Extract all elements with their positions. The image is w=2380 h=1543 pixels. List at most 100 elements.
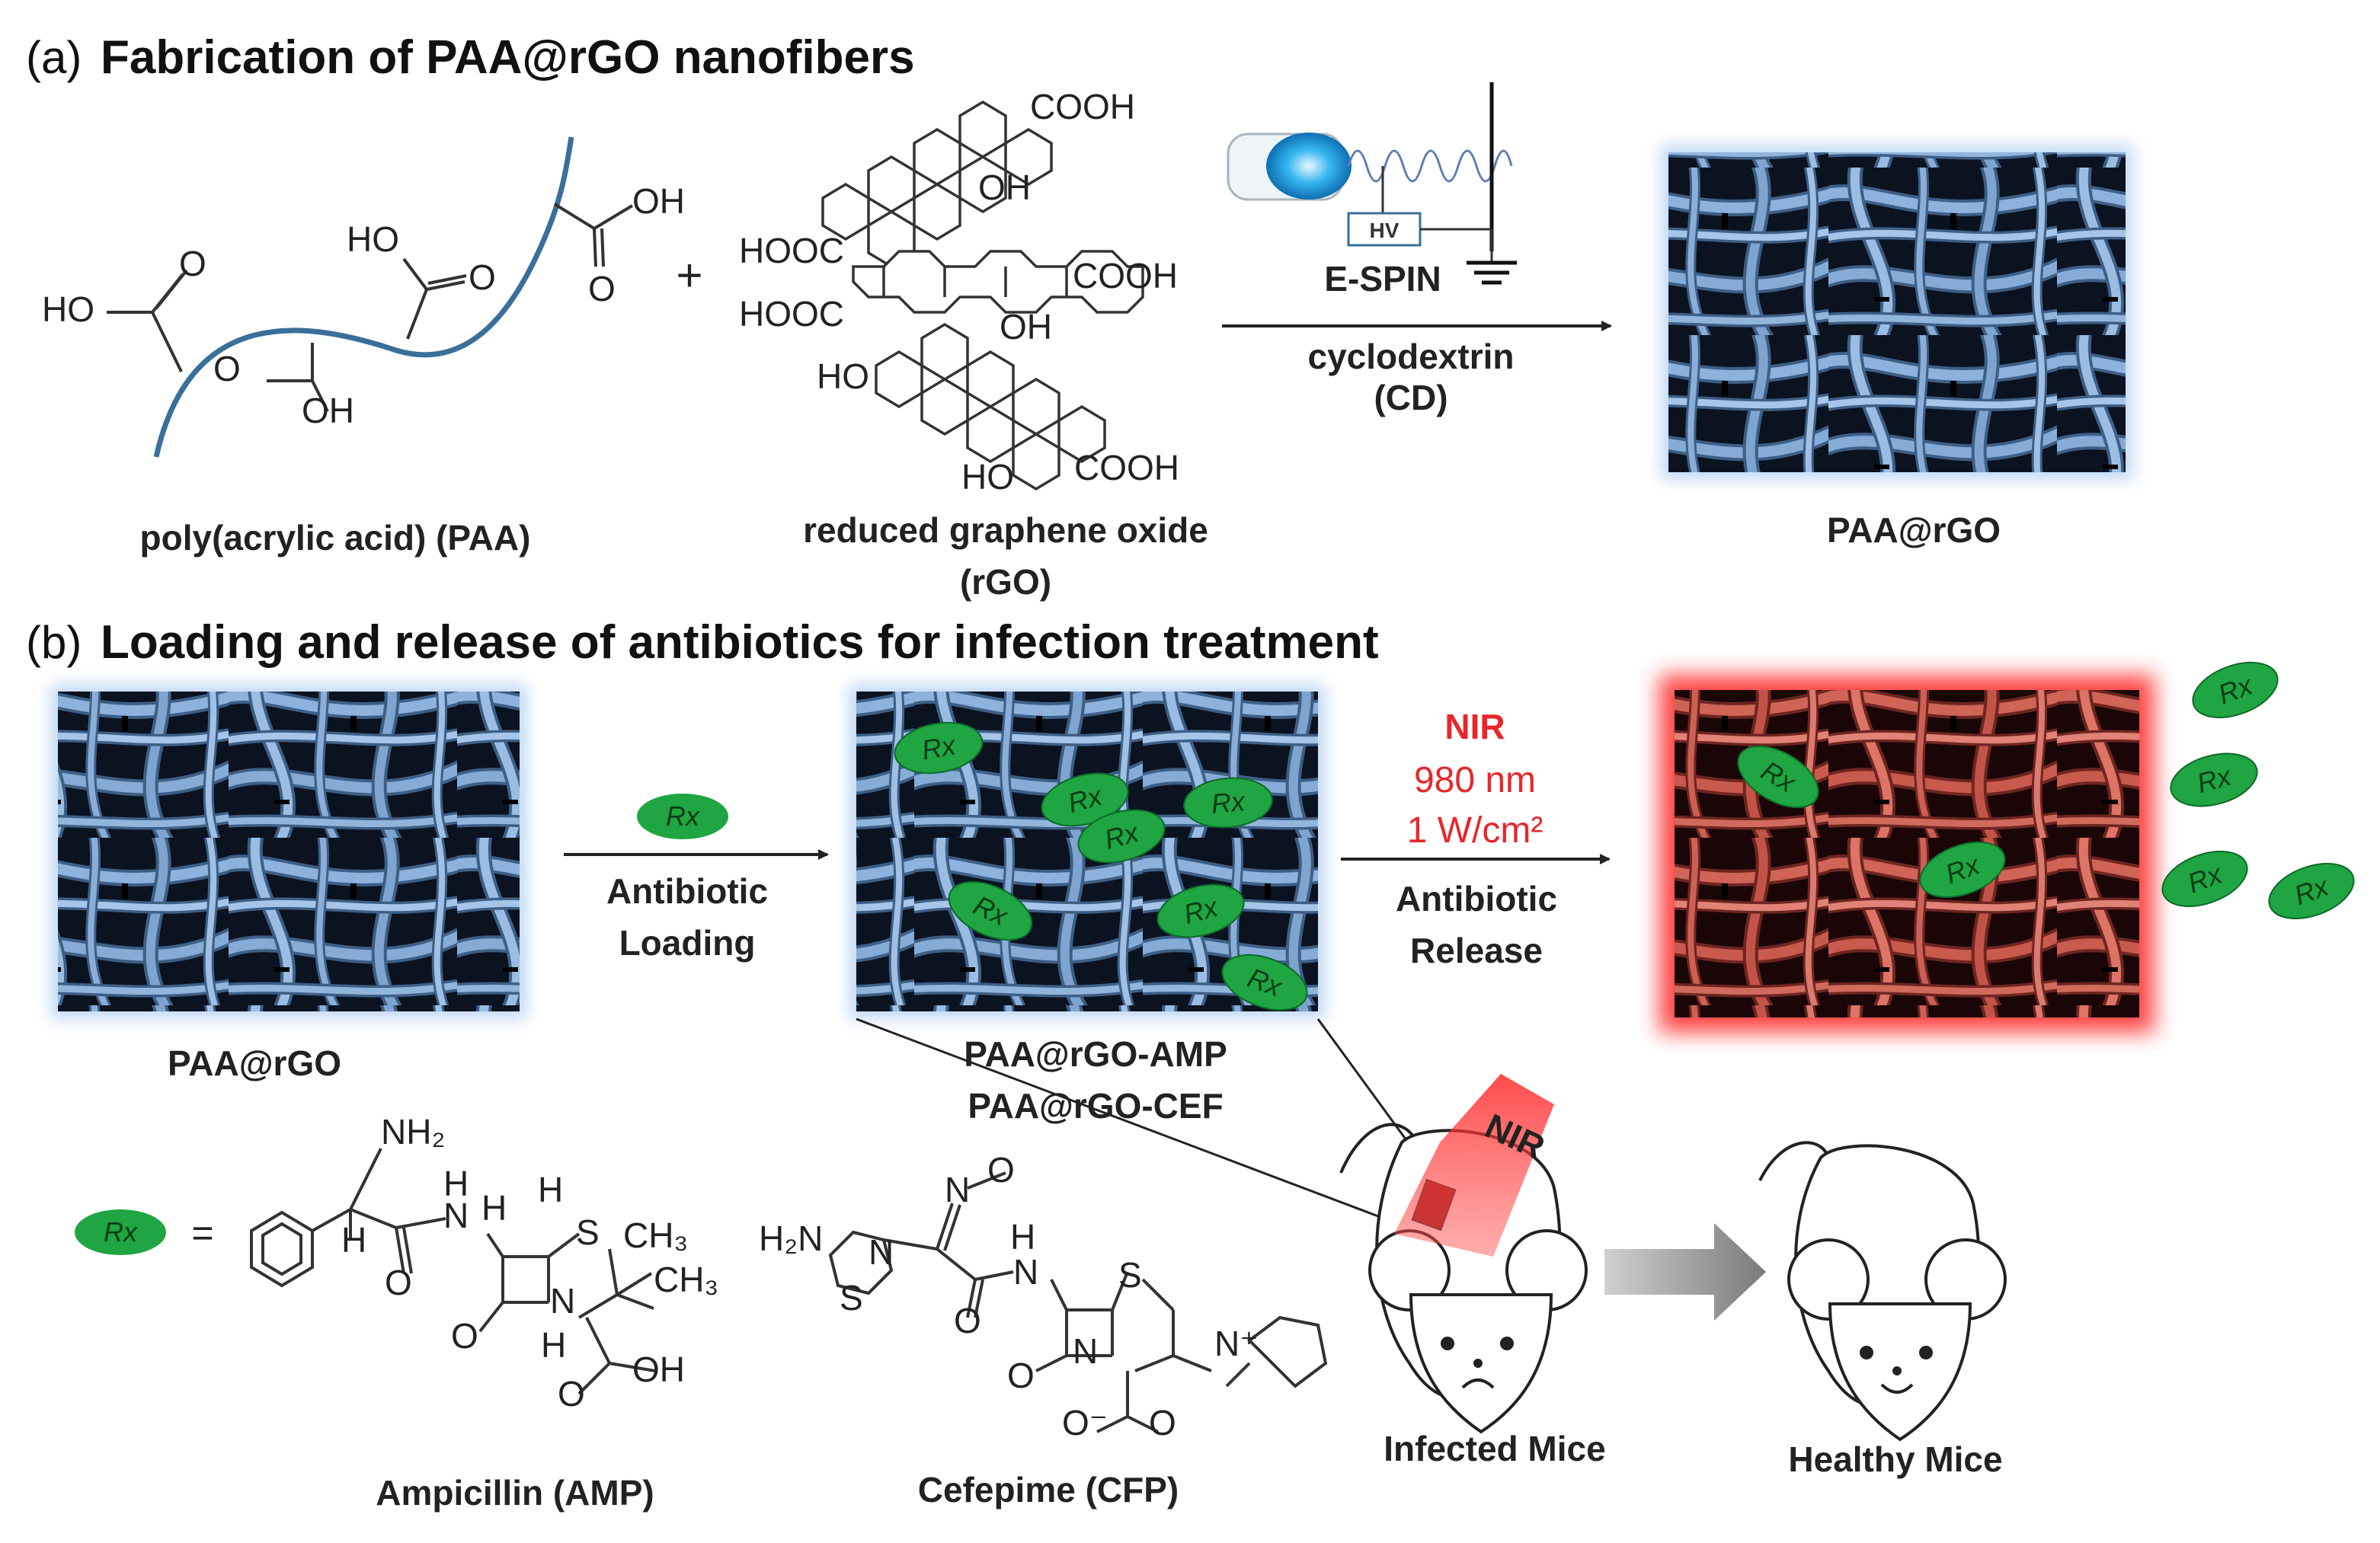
hv-box [1347, 212, 1422, 247]
rgo-cooh-1: COOH [1030, 87, 1135, 126]
electrospinning-setup: HV E-SPIN [1227, 82, 1517, 299]
paa-structure: HO O O OH HO O OH O [42, 136, 685, 458]
amp-o-2: O [451, 1316, 478, 1356]
rgo-oh-2: OH [1000, 307, 1052, 347]
panel-b-letter: (b) [26, 617, 82, 668]
nir-beam [1394, 1074, 1554, 1257]
amp-h-5: H [541, 1325, 566, 1365]
paa-rgo-nanofiber-image [1668, 152, 2126, 472]
recovery-arrow [1604, 1223, 1766, 1321]
paa-o-2: O [213, 349, 241, 388]
cef-n-3: N [1073, 1331, 1098, 1371]
amp-ch3-2: CH₃ [654, 1260, 718, 1299]
paa-o-3: O [469, 257, 496, 297]
cef-nplus: N⁺ [1214, 1324, 1259, 1363]
rgo-hooc-1: HOOC [739, 231, 844, 270]
power-label: 1 W/cm² [1407, 810, 1543, 851]
rx-text-loading: Rx [666, 800, 701, 832]
rgo-ho-1: HO [817, 356, 869, 396]
paa-oh-1: OH [302, 391, 354, 430]
plus-sign: + [676, 250, 702, 301]
rgo-structure: COOH OH HOOC COOH HOOC OH HO HO COOH [739, 87, 1179, 497]
cef-s-2: S [1118, 1255, 1142, 1295]
amp-ch3-1: CH₃ [623, 1216, 688, 1255]
cef-o-1: O [987, 1150, 1015, 1190]
rgo-oh-1: OH [978, 168, 1031, 207]
loaded-label-line2: PAA@rGO-CEF [968, 1086, 1223, 1126]
amp-n: N [550, 1281, 575, 1321]
released-nanofiber-image [1675, 690, 2139, 1017]
amp-nh2: NH₂ [381, 1112, 445, 1152]
rgo-label-line1: reduced graphene oxide [803, 510, 1208, 550]
healthy-label: Healthy Mice [1788, 1439, 2002, 1479]
rgo-label-line2: (rGO) [960, 562, 1051, 602]
cd-label: (CD) [1374, 378, 1448, 417]
amp-nh: N [443, 1196, 469, 1235]
paa-ho-2: HO [347, 219, 399, 259]
cef-o-3: O [1007, 1356, 1035, 1395]
hv-label: HV [1370, 219, 1400, 242]
amp-o-3: O [558, 1374, 585, 1414]
rx-text-legend: Rx [104, 1216, 139, 1247]
polymer-chain [153, 136, 574, 458]
loaded-label-line1: PAA@rGO-AMP [964, 1034, 1227, 1074]
amp-h-3: H [481, 1188, 507, 1228]
released-rx-pills: Rx Rx Rx Rx Rx Rx [1737, 661, 2355, 920]
cefepime-structure [828, 1171, 1328, 1433]
paa-oh-2: OH [632, 181, 685, 221]
rx-pill-loading: Rx [637, 794, 728, 839]
infected-label: Infected Mice [1384, 1429, 1605, 1468]
amp-s: S [576, 1212, 600, 1252]
cefepime-label: Cefepime (CFP) [918, 1470, 1179, 1509]
cef-n-1: N [869, 1232, 894, 1272]
cef-o-4: O [1149, 1403, 1176, 1442]
start-label: PAA@rGO [168, 1043, 341, 1083]
amp-h-1: H [341, 1220, 366, 1260]
rgo-cooh-3: COOH [1074, 448, 1179, 487]
rx-pill-1: Rx [920, 729, 959, 765]
panel-b: (b) Loading and release of antibiotics f… [26, 616, 2355, 1513]
rx-pill-legend: Rx [75, 1209, 166, 1255]
cef-nh: N [1013, 1252, 1038, 1292]
cyclodextrin-label: cyclodextrin [1308, 337, 1515, 376]
paa-o-4: O [588, 269, 616, 308]
solution-droplet [1266, 133, 1352, 200]
ampicillin-label: Ampicillin (AMP) [376, 1473, 654, 1513]
panel-b-title: Loading and release of antibiotics for i… [101, 616, 1379, 669]
cef-h2n: H₂N [759, 1219, 823, 1258]
amp-o-1: O [385, 1263, 412, 1302]
espin-label: E-SPIN [1324, 259, 1441, 299]
nir-label: NIR [1444, 707, 1505, 746]
loaded-rx-pills: Rx Rx Rx Rx Rx Rx Rx [894, 721, 1308, 1011]
loading-label-line1: Antibiotic [606, 871, 768, 911]
wavelength-label: 980 nm [1414, 760, 1536, 800]
paa-label: poly(acrylic acid) (PAA) [140, 518, 531, 557]
rgo-cooh-2: COOH [1073, 256, 1178, 296]
loading-label-line2: Loading [619, 923, 756, 963]
cef-o-2: O [954, 1301, 981, 1340]
equals-sign: = [191, 1212, 213, 1254]
rgo-ho-2: HO [961, 457, 1014, 497]
paa-o-1: O [179, 244, 206, 283]
rgo-hooc-2: HOOC [739, 294, 844, 334]
panel-a-letter: (a) [26, 32, 82, 83]
panel-a-title: Fabrication of PAA@rGO nanofibers [101, 31, 915, 84]
start-nanofiber-image [58, 692, 520, 1011]
ampicillin-structure [250, 1148, 656, 1395]
connector-line-left [856, 1017, 1425, 1235]
healthy-mouse [1758, 1141, 2007, 1442]
rx-pill-3: Rx [1210, 785, 1247, 819]
release-label-line2: Release [1410, 931, 1543, 970]
amp-h-4: H [538, 1170, 563, 1209]
amp-oh: OH [632, 1350, 685, 1389]
release-label-line1: Antibiotic [1396, 879, 1557, 918]
paa-ho-1: HO [42, 289, 94, 329]
cef-ominus: O⁻ [1062, 1403, 1108, 1442]
cef-h: H [1010, 1217, 1035, 1257]
panel-a: (a) Fabrication of PAA@rGO nanofibers [26, 31, 2133, 602]
cef-n-2: N [945, 1170, 970, 1209]
spinning-jet [1347, 149, 1513, 183]
cef-s-1: S [840, 1278, 863, 1318]
product-label: PAA@rGO [1827, 510, 2001, 550]
